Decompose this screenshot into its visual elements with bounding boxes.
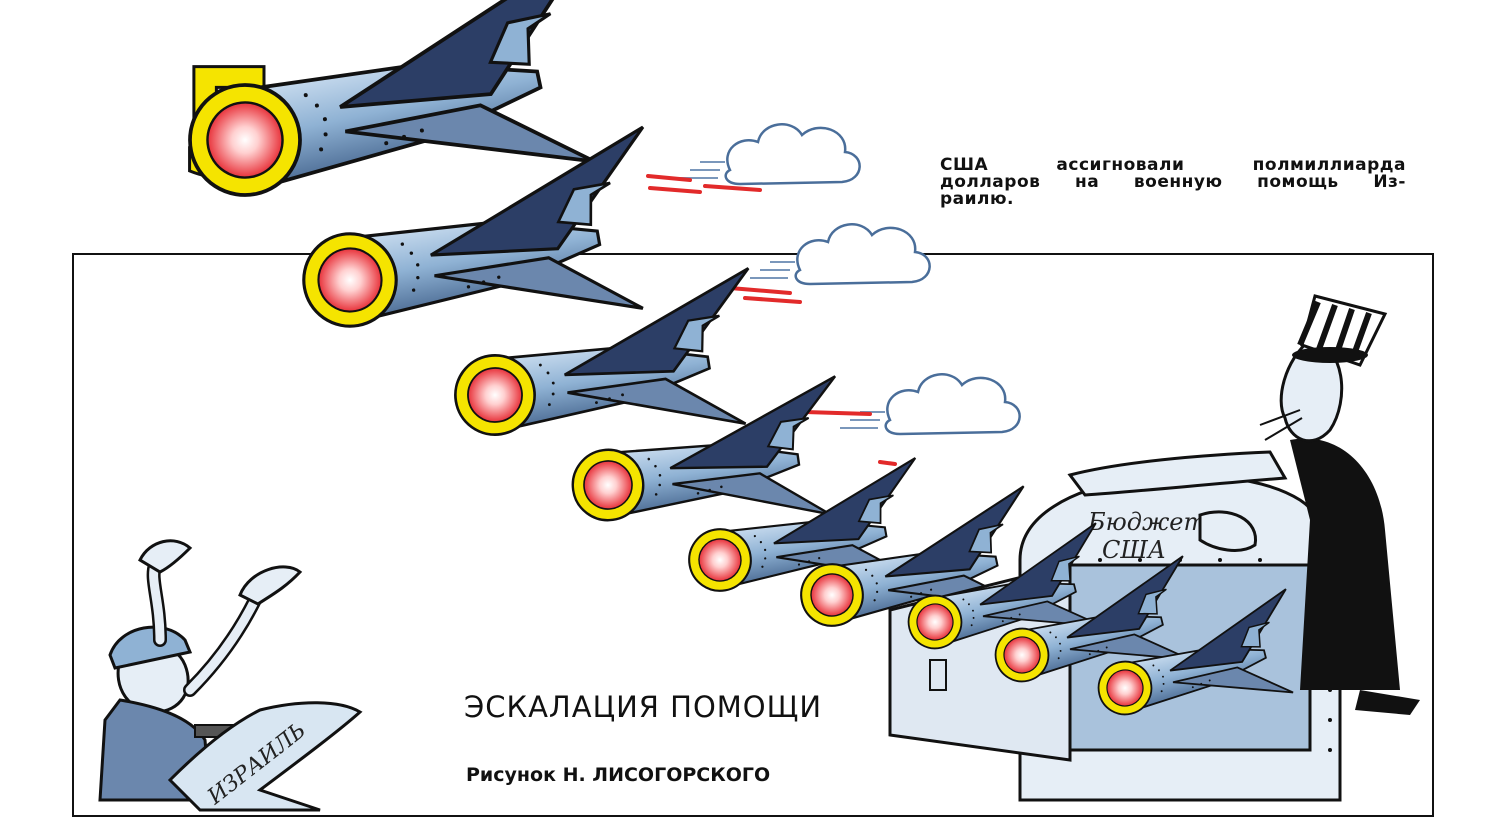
- safe-label: Бюджет: [1087, 508, 1206, 536]
- safe-label: США: [1102, 536, 1166, 564]
- caption-title: ЭСКАЛАЦИЯ ПОМОЩИ: [464, 690, 823, 724]
- soldier-figure: [98, 539, 303, 802]
- map-scroll: ИЗРАИЛЬ: [167, 701, 363, 812]
- cloud-icon: [678, 123, 861, 186]
- cloud-icon: [838, 373, 1021, 436]
- picture-frame: [72, 253, 1434, 817]
- headline-text: США ассигновали полмиллиарда долларов на…: [940, 157, 1406, 208]
- headline-line: США ассигновали полмиллиарда: [940, 155, 1406, 175]
- headline-line: раилю.: [940, 189, 1014, 209]
- exhaust-streaks: [646, 174, 897, 466]
- uncle-sam-figure: [1067, 294, 1420, 715]
- caption-credit: Рисунок Н. ЛИСОГОРСКОГО: [466, 764, 771, 786]
- headline-line: долларов на военную помощь Из-: [940, 172, 1406, 192]
